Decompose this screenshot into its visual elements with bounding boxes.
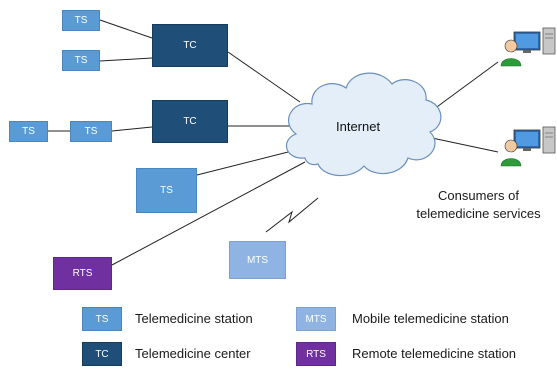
link-ts5-cloud	[196, 149, 297, 176]
consumer-computer-icon	[500, 27, 556, 67]
link-cloud-consumer1	[429, 61, 499, 113]
node-rts: RTS	[53, 257, 112, 290]
node-mts: MTS	[229, 241, 286, 279]
legend-swatch-mts: MTS	[296, 307, 336, 331]
link-ts4-tc2	[111, 126, 153, 132]
node-ts-2: TS	[62, 50, 100, 71]
consumer-computer-icon	[500, 126, 556, 167]
node-ts-5: TS	[136, 168, 197, 213]
wireless-link-icon	[265, 197, 319, 233]
node-tc-2: TC	[152, 100, 228, 143]
node-tc-1: TC	[152, 24, 228, 67]
link-ts2-tc1	[99, 57, 153, 62]
legend-label-tc: Telemedicine center	[135, 346, 251, 361]
legend-swatch-rts: RTS	[296, 342, 336, 366]
link-cloud-consumer2	[431, 137, 499, 153]
internet-cloud	[285, 72, 442, 177]
link-rts-cloud	[111, 161, 306, 266]
node-ts-4: TS	[70, 121, 112, 142]
consumers-label: Consumers of telemedicine services	[400, 187, 557, 223]
legend-swatch-tc: TC	[82, 342, 122, 366]
consumers-label-line2: telemedicine services	[416, 206, 541, 221]
legend-label-ts: Telemedicine station	[135, 311, 253, 326]
internet-label: Internet	[336, 119, 381, 134]
link-ts1-tc1	[99, 19, 153, 39]
legend-label-rts: Remote telemedicine station	[352, 346, 517, 361]
link-tc1-cloud	[227, 51, 301, 103]
node-ts-3: TS	[9, 121, 48, 142]
node-ts-1: TS	[62, 10, 100, 31]
legend-swatch-ts: TS	[82, 307, 122, 331]
consumers-label-line1: Consumers of	[438, 188, 519, 203]
legend-label-mts: Mobile telemedicine station	[352, 311, 509, 326]
